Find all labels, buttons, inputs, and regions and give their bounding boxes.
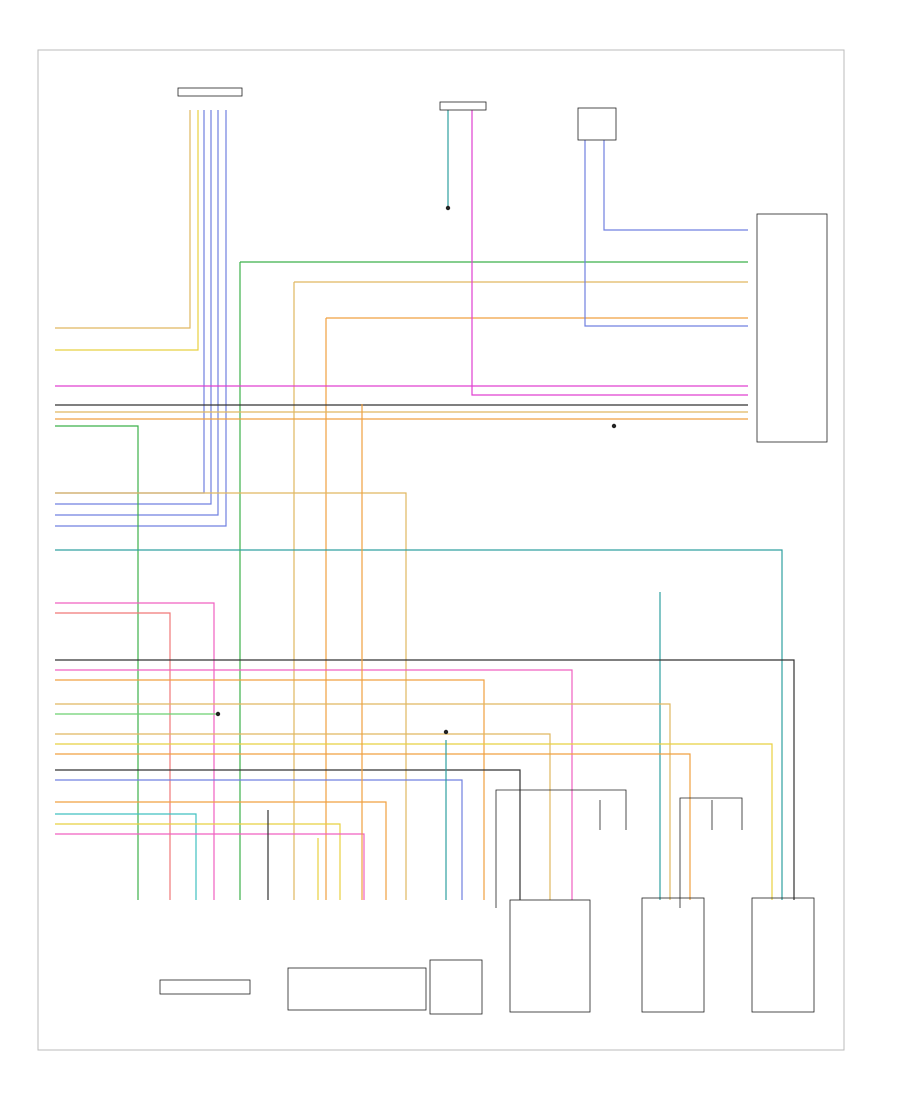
wire-17 [603,140,748,231]
splice-dot-2 [611,423,617,429]
wire-23 [55,549,783,900]
wire-29 [55,679,485,900]
right-module [756,213,828,443]
wire-21 [55,425,139,900]
wire-5 [55,110,219,516]
top-middle-connector [439,101,487,111]
bottom-center-module [287,967,427,1011]
wire-38 [55,813,197,900]
wire-layer [55,110,795,900]
splice-dot-1 [445,205,451,211]
wire-32 [55,733,551,900]
wire-16 [584,140,748,327]
wire-37 [55,801,387,900]
bottom-module-1 [429,959,483,1015]
wire-40 [55,833,365,900]
wire-36 [55,779,463,900]
wire-1 [55,110,191,329]
bottom-module-2 [509,899,591,1013]
splice-dots [215,205,617,735]
diagram-frame [37,49,845,1051]
wire-39 [55,823,341,900]
bottom-module-4 [751,897,815,1013]
wire-35 [55,769,521,900]
wire-28 [55,669,573,900]
splice-dot-3 [215,711,221,717]
sensor-bracket-2 [679,797,743,908]
wire-2 [55,110,199,351]
bottom-module-3 [641,897,705,1013]
wire-3 [55,110,205,494]
top-left-connector [177,87,243,97]
splice-dot-4 [443,729,449,735]
wire-26 [55,612,171,900]
wire-27 [55,659,795,900]
wire-22 [55,492,407,900]
sensor-bracket-1 [495,789,627,908]
top-right-sensor [577,107,617,141]
bottom-left-module [159,979,251,995]
wire-25 [55,602,215,900]
wire-4 [55,110,212,505]
wire-14 [471,110,748,396]
wire-30 [55,703,671,900]
wire-33 [55,743,773,900]
component-outlines [159,87,828,1015]
wire-6 [55,110,227,527]
wire-34 [55,753,691,900]
